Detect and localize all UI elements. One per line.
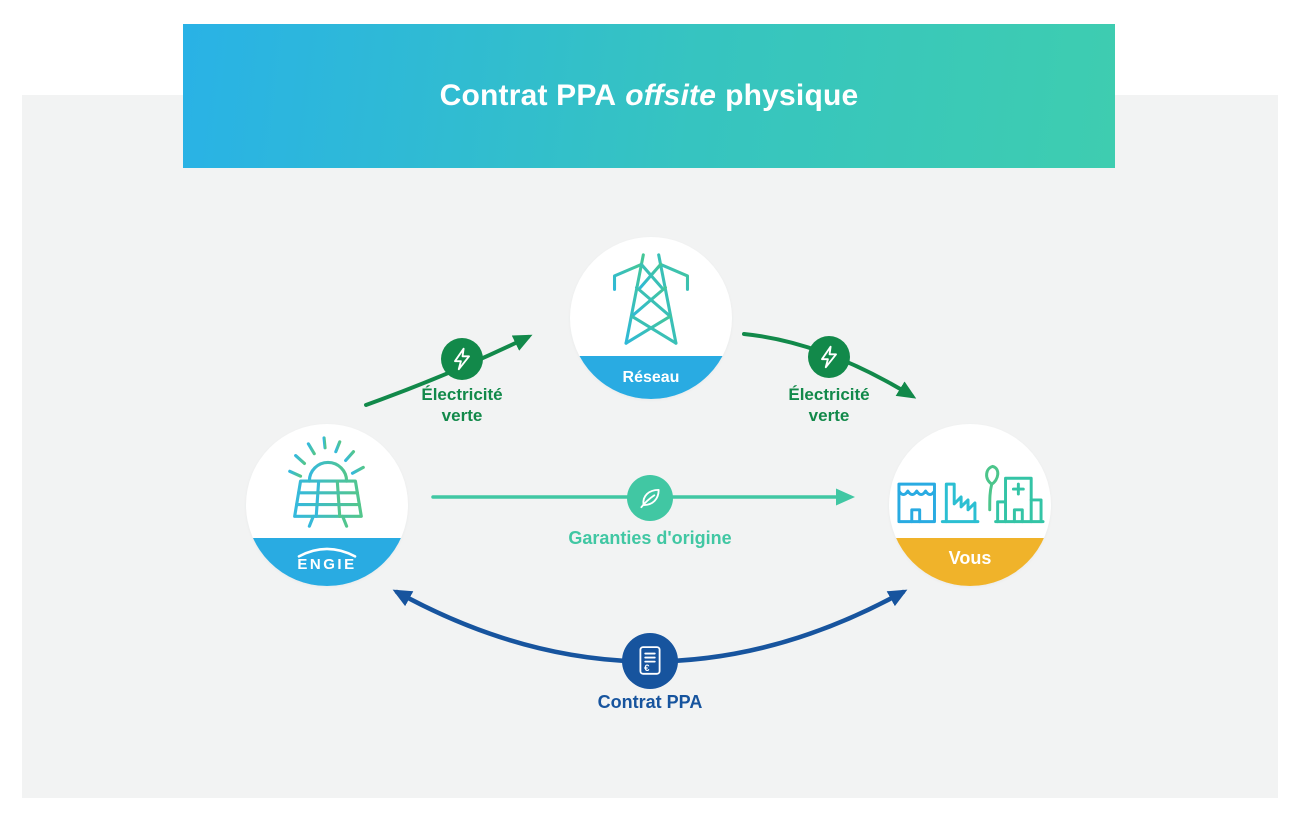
engie-logo-arc-icon bbox=[297, 547, 357, 558]
engie-logo-text: ENGIE bbox=[297, 556, 357, 573]
guarantees-origin-badge bbox=[627, 475, 673, 521]
green-electricity-badge-right bbox=[808, 336, 850, 378]
label-contrat-ppa: Contrat PPA bbox=[597, 692, 703, 712]
node-vous: Vous bbox=[889, 424, 1051, 586]
buildings-icon bbox=[897, 464, 1045, 524]
leaf-sprout-icon bbox=[985, 464, 1000, 512]
lightning-icon bbox=[454, 347, 470, 371]
label-garanties-origine: Garanties d'origine bbox=[568, 528, 732, 548]
leaf-icon bbox=[640, 488, 660, 509]
node-vous-label: Vous bbox=[948, 547, 992, 568]
page-title: Contrat PPA offsite physique bbox=[440, 79, 859, 113]
header-banner: Contrat PPA offsite physique bbox=[183, 24, 1115, 168]
node-vous-band: Vous bbox=[889, 538, 1051, 586]
page-title-prefix: Contrat PPA bbox=[439, 79, 617, 112]
lightning-icon bbox=[821, 345, 837, 369]
engie-logo: ENGIE bbox=[290, 545, 364, 573]
svg-text:€: € bbox=[644, 663, 650, 674]
node-reseau: Réseau bbox=[570, 237, 732, 399]
label-electricity-verte-left: Électricité verte bbox=[421, 385, 503, 426]
node-engie-band: ENGIE bbox=[246, 538, 408, 586]
contract-document-icon: € bbox=[639, 646, 661, 675]
label-electricity-verte-right: Électricité verte bbox=[788, 385, 870, 426]
page-title-suffix: physique bbox=[725, 79, 859, 112]
node-engie: ENGIE bbox=[246, 424, 408, 586]
green-electricity-badge-left bbox=[441, 338, 483, 380]
node-reseau-band: Réseau bbox=[570, 356, 732, 399]
solar-panel-sun-icon bbox=[288, 436, 365, 528]
hospital-building-icon bbox=[994, 476, 1045, 524]
shop-building-icon bbox=[897, 482, 936, 524]
node-reseau-label: Réseau bbox=[622, 368, 680, 386]
electricity-pylon-icon bbox=[612, 253, 690, 345]
factory-building-icon bbox=[940, 482, 980, 524]
contract-badge: € bbox=[622, 633, 678, 689]
page-title-italic: offsite bbox=[625, 79, 717, 112]
